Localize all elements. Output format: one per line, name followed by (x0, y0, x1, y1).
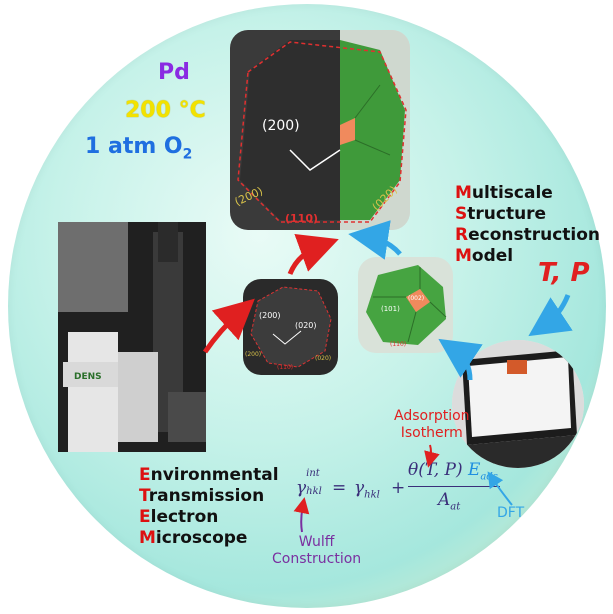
small-model-facet-b: (002) (408, 295, 425, 302)
small-tem-tile: (200) (020) (200) (110) (020) (243, 279, 338, 375)
arrow-tp-to-laptop (528, 294, 573, 337)
msr-line-3: Reconstruction (455, 225, 601, 245)
small-model-graphic (366, 265, 447, 345)
msr-line-4: Model (455, 246, 514, 266)
etem-photo-text: DENS (74, 372, 102, 382)
eq-term1: γhkl (354, 478, 380, 501)
small-tem-facet-a: (200) (259, 311, 281, 320)
large-comparison-tile: (200) (200) (110) (020) (230, 30, 410, 230)
metal-label: Pd (158, 60, 190, 85)
arrow-tem-to-large (287, 234, 339, 276)
dft-label: DFT (497, 505, 525, 521)
arrow-laptop-to-model (438, 338, 483, 381)
etem-line-2: Transmission (139, 486, 265, 506)
small-tem-facet-b: (020) (295, 321, 317, 330)
temperature-label: 200 °C (125, 98, 206, 123)
arrow-isotherm-to-eq (424, 444, 440, 468)
etem-line-3: Electron (139, 507, 219, 527)
eq-lhs: γ int hkl (296, 468, 322, 498)
arrow-etem-to-tem (202, 298, 255, 354)
eq-equals: = (332, 478, 347, 498)
pressure-label: 1 atm O2 (85, 134, 193, 163)
large-facet-center: (200) (262, 118, 300, 134)
arrow-wulff-to-eq (293, 497, 310, 533)
eq-denominator: Aat (438, 490, 461, 513)
small-model-tile: (101) (002) (110) (358, 257, 453, 353)
eq-fraction-bar (408, 486, 500, 487)
tp-label: T, P (538, 258, 590, 288)
msr-model-label: Multiscale Structure Reconstruction Mode… (455, 183, 600, 267)
etem-line-4: Microscope (139, 528, 248, 548)
arrow-model-to-large (348, 220, 402, 260)
small-tem-facet-left: (200) (245, 351, 262, 358)
msr-line-1: Multiscale (455, 183, 553, 203)
small-tem-facet-right: (020) (315, 355, 332, 362)
large-tile-graphic (230, 30, 410, 230)
adsorption-isotherm-label: Adsorption Isotherm (394, 408, 470, 441)
small-model-facet-bottom: (110) (390, 341, 407, 348)
wulff-construction-label: Wulff Construction (272, 534, 362, 567)
eq-plus: + (391, 478, 406, 498)
etem-photo-graphic (58, 222, 206, 452)
small-tem-graphic (250, 286, 332, 368)
large-facet-bottom: (110) (285, 212, 319, 225)
arrow-dft-to-eq (487, 471, 513, 506)
etem-label: Environmental Transmission Electron Micr… (139, 465, 279, 549)
etem-line-1: Environmental (139, 465, 279, 485)
small-model-facet-a: (101) (381, 305, 400, 313)
small-tem-facet-bottom: (110) (277, 364, 294, 371)
msr-line-2: Structure (455, 204, 547, 224)
etem-photo: DENS (58, 222, 206, 452)
